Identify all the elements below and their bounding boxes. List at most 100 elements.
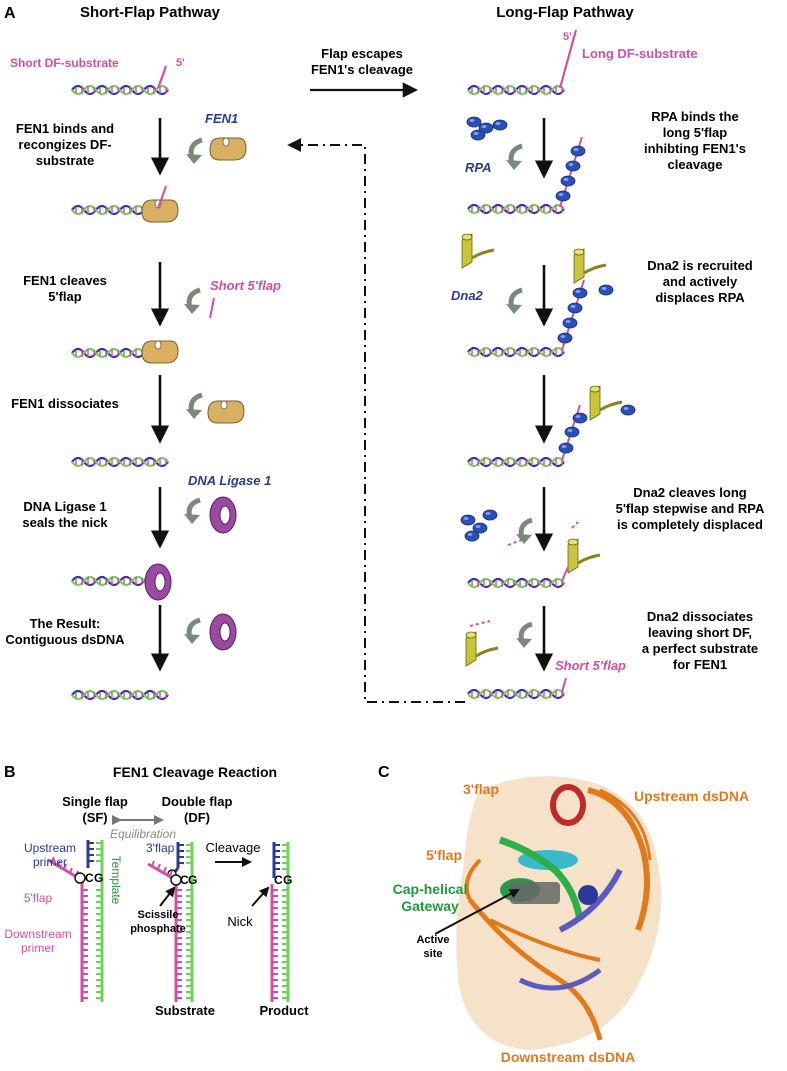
svg-text:FEN1 binds and: FEN1 binds and bbox=[16, 121, 114, 136]
dna2-rpa-complex bbox=[558, 384, 636, 461]
cap-label-2: Gateway bbox=[401, 898, 459, 914]
svg-text:and actively: and actively bbox=[663, 274, 738, 289]
svg-text:Dna2 is recruited: Dna2 is recruited bbox=[647, 258, 753, 273]
short-flap-label-long: Short 5'flap bbox=[555, 658, 626, 673]
dna-long-4 bbox=[466, 456, 566, 468]
equilibration-label: Equilibration bbox=[110, 827, 176, 841]
rpa-label: RPA bbox=[465, 160, 491, 175]
svg-text:leaving short DF,: leaving short DF, bbox=[648, 625, 752, 640]
long-step-3-text: Dna2 cleaves long 5'flap stepwise and RP… bbox=[616, 485, 765, 532]
scissile-arrow bbox=[159, 886, 176, 907]
dna2-protein-2 bbox=[572, 247, 608, 285]
active-site-arrow bbox=[434, 889, 520, 935]
nick-label: Nick bbox=[227, 914, 253, 929]
three-flap-label-b: 3'flap bbox=[146, 841, 175, 855]
fen1-structure-render bbox=[456, 776, 662, 1050]
short-step-1-text: FEN1 binds and recongizes DF- substrate bbox=[16, 121, 114, 168]
curve-arrow-3 bbox=[186, 395, 202, 419]
dna2-on-flap bbox=[566, 537, 602, 575]
svg-text:inhibting FEN1's: inhibting FEN1's bbox=[644, 141, 746, 156]
short-substrate-label: Short DF-substrate bbox=[10, 56, 119, 70]
rpa-cluster-1 bbox=[466, 116, 508, 141]
ligase-protein-1 bbox=[209, 496, 237, 534]
single-flap-label: Single flap bbox=[62, 794, 128, 809]
svg-text:FEN1 dissociates: FEN1 dissociates bbox=[11, 396, 119, 411]
svg-text:5'flap: 5'flap bbox=[48, 289, 81, 304]
short-step-2-text: FEN1 cleaves 5'flap bbox=[23, 273, 107, 304]
cleaved-flap-fragment bbox=[507, 521, 579, 546]
rpa-on-flap bbox=[555, 136, 586, 208]
sf-structure bbox=[47, 840, 104, 1002]
svg-text:seals the nick: seals the nick bbox=[22, 515, 108, 530]
fen1-protein-1 bbox=[209, 137, 247, 161]
curve-arrow-1 bbox=[186, 140, 202, 164]
long-substrate-label: Long DF-substrate bbox=[582, 46, 698, 61]
downstream-primer-1: Downstream bbox=[4, 927, 71, 941]
curve-arrow-5 bbox=[184, 620, 200, 644]
template-label: Template bbox=[109, 856, 123, 905]
three-flap-label-c: 3'flap bbox=[463, 781, 499, 797]
svg-text:cleavage: cleavage bbox=[668, 157, 723, 172]
upstream-dsdna-label: Upstream dsDNA bbox=[634, 788, 749, 804]
svg-text:a perfect substrate: a perfect substrate bbox=[642, 641, 758, 656]
scissile-label-2: phosphate bbox=[130, 923, 186, 935]
short-flap-final bbox=[561, 677, 567, 693]
product-base-c: C bbox=[274, 873, 283, 887]
double-flap-abbr: (DF) bbox=[184, 810, 210, 825]
rpa-on-flap-2 bbox=[557, 279, 614, 351]
curve-arrow-2 bbox=[184, 290, 200, 314]
short-substrate-5prime: 5' bbox=[176, 57, 185, 69]
five-flap-label-c: 5'flap bbox=[426, 847, 462, 863]
short-flap-bound bbox=[157, 185, 167, 209]
short-flap-label: Short 5'flap bbox=[210, 278, 281, 293]
panel-label-b: B bbox=[4, 764, 16, 781]
dna-long-2 bbox=[466, 203, 566, 215]
svg-text:Contiguous dsDNA: Contiguous dsDNA bbox=[5, 632, 125, 647]
curve-arrow-l1 bbox=[506, 146, 522, 170]
svg-text:Dna2 cleaves long: Dna2 cleaves long bbox=[633, 485, 746, 500]
fen1-label: FEN1 bbox=[205, 111, 238, 126]
svg-text:5'flap stepwise and RPA: 5'flap stepwise and RPA bbox=[616, 501, 765, 516]
dna-short-4 bbox=[70, 456, 170, 468]
escape-text-2: FEN1's cleavage bbox=[311, 62, 413, 77]
downstream-primer-2: primer bbox=[21, 941, 55, 955]
substrate-label: Substrate bbox=[155, 1003, 215, 1018]
svg-text:The Result:: The Result: bbox=[30, 616, 101, 631]
sf-base-g: G bbox=[94, 871, 103, 885]
five-flap-label-b: 5'flap bbox=[24, 891, 53, 905]
dna-long-1 bbox=[466, 84, 566, 96]
svg-text:long 5'flap: long 5'flap bbox=[663, 125, 728, 140]
svg-text:recongizes DF-: recongizes DF- bbox=[18, 137, 111, 152]
dna-short-1 bbox=[70, 84, 170, 96]
dna-short-6 bbox=[70, 689, 170, 701]
product-base-g: G bbox=[283, 873, 292, 887]
panel-b-title: FEN1 Cleavage Reaction bbox=[113, 764, 277, 780]
long-step-2-text: Dna2 is recruited and actively displaces… bbox=[647, 258, 753, 305]
released-flap-fragment bbox=[469, 620, 491, 627]
short-flap-after-dna2 bbox=[561, 566, 569, 582]
short-step-5-text: The Result: Contiguous dsDNA bbox=[5, 616, 125, 647]
return-dashed-path bbox=[287, 138, 465, 703]
released-short-flap bbox=[209, 297, 215, 319]
dna-long-5 bbox=[466, 577, 566, 589]
svg-text:DNA Ligase 1: DNA Ligase 1 bbox=[23, 499, 106, 514]
curve-arrow-l3 bbox=[516, 520, 532, 544]
df-base-g: G bbox=[188, 873, 197, 887]
fen1-on-dna-2 bbox=[141, 340, 179, 364]
curve-arrow-4 bbox=[184, 500, 200, 524]
long-step-4-text: Dna2 dissociates leaving short DF, a per… bbox=[642, 609, 758, 672]
short-step-3-text: FEN1 dissociates bbox=[11, 396, 119, 411]
escape-text-1: Flap escapes bbox=[321, 46, 403, 61]
long-pathway-title: Long-Flap Pathway bbox=[496, 4, 634, 21]
sf-base-c: C bbox=[85, 871, 94, 885]
ligase-label: DNA Ligase 1 bbox=[188, 473, 271, 488]
downstream-dsdna-label: Downstream dsDNA bbox=[501, 1049, 636, 1065]
curve-arrow-l2 bbox=[506, 290, 522, 314]
rpa-cluster-released bbox=[460, 509, 498, 542]
ligase-protein-released bbox=[209, 613, 237, 651]
ligase-on-dna bbox=[144, 563, 172, 601]
short-pathway-title: Short-Flap Pathway bbox=[80, 4, 221, 21]
active-site-label-2: site bbox=[424, 948, 443, 960]
svg-text:Dna2 dissociates: Dna2 dissociates bbox=[647, 609, 753, 624]
